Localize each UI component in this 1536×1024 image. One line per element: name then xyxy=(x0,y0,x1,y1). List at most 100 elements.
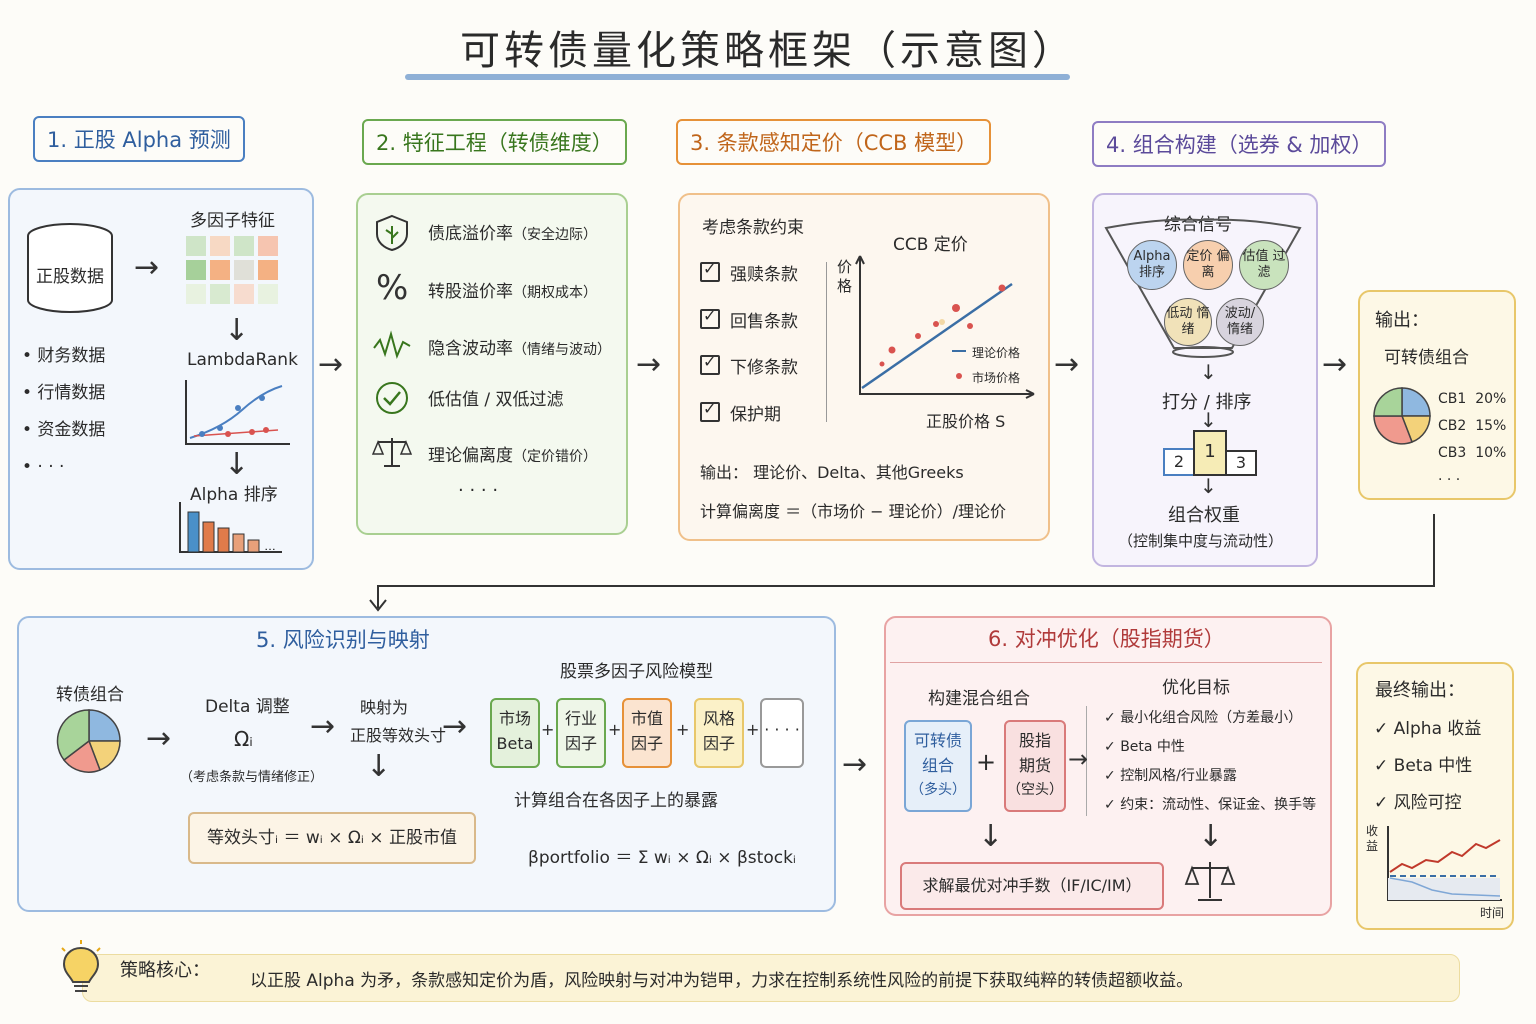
feature-item: 理论偏离度（定价错价） xyxy=(428,446,597,466)
term-item: 保护期 xyxy=(700,399,781,425)
checkbox-icon xyxy=(700,259,720,282)
delta-adjust-label: Delta 调整 xyxy=(205,697,290,717)
exposure-label: 计算组合在各因子上的暴露 xyxy=(514,791,718,811)
divider xyxy=(826,262,827,422)
arrow-right-icon: → xyxy=(442,709,468,744)
opt-list: ✓ 最小化组合风险（方差最小） ✓ Beta 中性 ✓ 控制风格/行业暴露 ✓ … xyxy=(1104,704,1316,820)
ccb-output: 输出： 理论价、Delta、其他Greeks xyxy=(700,463,964,482)
omega-symbol: Ωᵢ xyxy=(234,727,253,751)
portfolio-pie-chart xyxy=(1373,387,1431,445)
list-item: ✓ 约束：流动性、保证金、换手等 xyxy=(1104,797,1317,813)
lightbulb-icon xyxy=(61,940,101,992)
factor-box: 市值因子 xyxy=(622,698,672,768)
checkbox-icon xyxy=(700,306,720,329)
arrow-right-icon: → xyxy=(310,709,336,744)
output-title: 输出： xyxy=(1375,310,1429,331)
factor-grid-icon xyxy=(186,236,278,304)
arrow-down-icon: ↓ xyxy=(1200,360,1217,384)
arrow-right-icon: → xyxy=(134,250,160,285)
arrow-down-icon: ↓ xyxy=(1200,408,1217,432)
core-text: 以正股 Alpha 为矛，条款感知定价为盾，风险映射与对冲为铠甲，力求在控制系统… xyxy=(250,971,1194,991)
divider xyxy=(1086,706,1087,816)
list-item: CB1 20% xyxy=(1438,391,1507,407)
plus-icon: + xyxy=(976,748,997,776)
section5-header: 5. 风险识别与映射 xyxy=(256,628,430,652)
percent-icon: % xyxy=(376,268,409,308)
section1-header: 1. 正股 Alpha 预测 xyxy=(33,116,245,162)
factor-box-more: · · · · xyxy=(760,698,804,768)
cb-long-box: 可转债组合（多头） xyxy=(904,720,972,812)
rank-curve-chart xyxy=(185,380,290,445)
legend-theory: 理论价格 xyxy=(972,346,1021,360)
podium-2: 2 xyxy=(1163,448,1195,476)
map-label: 映射为 xyxy=(360,698,409,717)
arrow-right-icon: → xyxy=(636,347,662,382)
section2-panel xyxy=(356,193,628,535)
arrow-down-icon: ↓ xyxy=(978,819,1004,854)
output-subtitle: 可转债组合 xyxy=(1384,348,1469,368)
db-label: 正股数据 xyxy=(36,267,104,287)
checkbox-icon xyxy=(700,399,720,422)
arrow-down-icon: ↓ xyxy=(1198,819,1224,854)
arrow-down-icon: ↓ xyxy=(366,749,392,784)
term-item: 下修条款 xyxy=(700,352,798,378)
cb-weights-list: CB1 20% CB2 15% CB3 10% · · · xyxy=(1438,386,1506,494)
list-item: • 资金数据 xyxy=(22,420,106,440)
svg-text:…: … xyxy=(264,539,276,553)
list-item: ✓ Beta 中性 xyxy=(1374,756,1473,776)
terms-title: 考虑条款约束 xyxy=(702,218,804,238)
list-item: CB3 10% xyxy=(1438,445,1507,461)
portfolio-weight-note: （控制集中度与流动性） xyxy=(1118,532,1284,550)
portfolio-weight-label: 组合权重 xyxy=(1168,505,1240,526)
arrow-right-icon: → xyxy=(1068,745,1089,773)
core-label: 策略核心： xyxy=(120,960,210,981)
ccb-x-axis-label: 正股价格 S xyxy=(926,412,1006,431)
section3-header: 3. 条款感知定价（CCB 模型） xyxy=(676,119,992,165)
signal-circle: 定价 偏离 xyxy=(1183,240,1233,290)
beta-portfolio-formula: βportfolio ＝ Σ wᵢ × Ωᵢ × βstockᵢ xyxy=(528,848,796,868)
risk-model-title: 股票多因子风险模型 xyxy=(560,662,713,682)
legend-market: 市场价格 xyxy=(972,371,1021,385)
arrow-down-icon: ↓ xyxy=(224,313,250,348)
solve-hedge-box: 求解最优对冲手数（IF/IC/IM） xyxy=(900,862,1164,910)
feature-item: 转股溢价率（期权成本） xyxy=(428,282,597,302)
plus-icon: + xyxy=(608,720,622,739)
feature-item: 低估值 / 双低过滤 xyxy=(428,390,564,410)
podium-1: 1 xyxy=(1193,430,1227,476)
core-banner xyxy=(82,954,1460,1002)
factor-box: 风格因子 xyxy=(694,698,744,768)
section4-header: 4. 组合构建（选券 & 加权） xyxy=(1092,121,1387,167)
page-title: 可转债量化策略框架（示意图） xyxy=(460,28,1076,74)
plus-icon: + xyxy=(746,720,760,739)
term-item: 回售条款 xyxy=(700,306,798,332)
feature-item: 隐含波动率（情绪与波动） xyxy=(428,339,611,359)
list-item: • 行情数据 xyxy=(22,383,106,403)
signal-circle: 估值 过滤 xyxy=(1239,240,1289,290)
build-hybrid-label: 构建混合组合 xyxy=(928,689,1030,709)
list-item: CB2 15% xyxy=(1438,418,1507,434)
section6-header: 6. 对冲优化（股指期货） xyxy=(988,627,1225,651)
final-x-axis-label: 时间 xyxy=(1480,906,1505,920)
funnel-icon xyxy=(1104,218,1302,358)
list-item: ✓ Alpha 收益 xyxy=(1374,719,1482,739)
portfolio-pie-chart xyxy=(56,709,121,773)
signal-circle: 低动 惰绪 xyxy=(1164,298,1212,346)
delta-note: （考虑条款与情绪修正） xyxy=(180,770,324,785)
checkbox-icon xyxy=(700,352,720,375)
list-item: • 财务数据 xyxy=(22,346,106,366)
check-circle-icon xyxy=(376,382,408,414)
map-label-2: 正股等效头寸 xyxy=(350,726,447,745)
list-item: ✓ 控制风格/行业暴露 xyxy=(1104,768,1237,784)
section3-panel xyxy=(678,193,1050,541)
alpha-rank-label: Alpha 排序 xyxy=(190,485,278,505)
data-list: • 财务数据 • 行情数据 • 资金数据 • · · · xyxy=(22,338,105,486)
list-item: ✓ Beta 中性 xyxy=(1104,739,1185,755)
wave-icon xyxy=(373,330,411,360)
opt-title: 优化目标 xyxy=(1162,678,1230,698)
ccb-y-axis-label: 价格 xyxy=(837,258,853,295)
plus-icon: + xyxy=(676,720,690,739)
flow-connector xyxy=(369,514,1435,612)
signal-circle: 波动/ 惰绪 xyxy=(1216,298,1264,346)
arrow-right-icon: → xyxy=(842,747,868,782)
